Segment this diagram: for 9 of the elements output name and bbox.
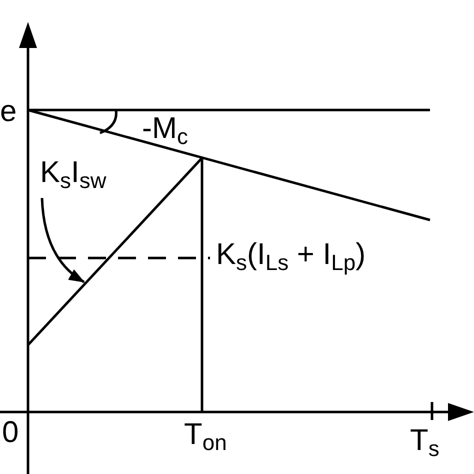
axis-label: T$_{on}$ — [184, 420, 227, 454]
current-ramp — [27, 157, 203, 346]
axis-label: T$_{s}$ — [410, 426, 440, 460]
level-label: K$_{s}$(I$_{Ls}$ + I$_{Lp}$) — [216, 240, 366, 274]
current-label: K$_{s}$I$_{sw}$ — [40, 158, 106, 192]
axis-label: e — [0, 97, 17, 127]
axis-label: 0 — [2, 418, 19, 448]
slope-label: -M$_{c}$ — [142, 114, 188, 148]
curved-arrow — [40, 198, 85, 284]
